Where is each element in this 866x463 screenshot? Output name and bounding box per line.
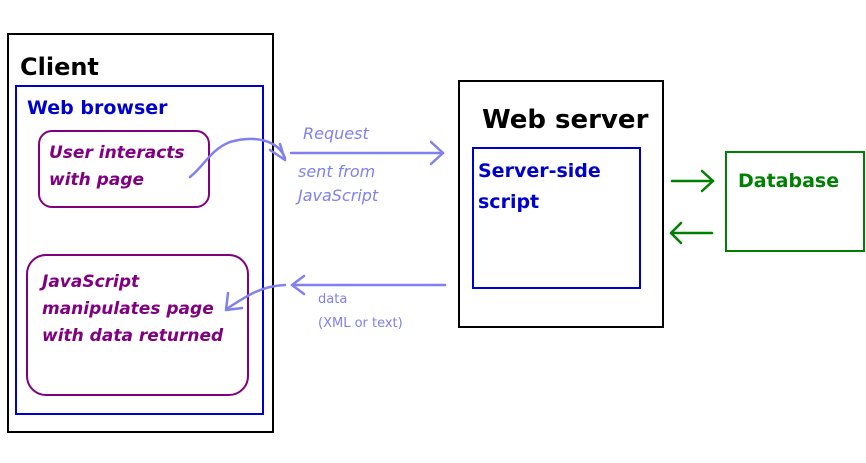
web-server-title: Web server [482,105,649,135]
database-box [725,151,865,252]
database-text: Database [738,170,840,192]
server-side-script-box [472,147,641,289]
request-label: Request [303,124,369,143]
response-arrowhead [290,274,306,296]
web-browser-title: Web browser [27,97,168,119]
web-server-box [458,80,664,328]
db-response-arrowhead [669,221,683,245]
web-browser-box [15,85,264,415]
data-label: data [318,292,348,307]
request-arrowhead [429,140,445,166]
user-interacts-text: User interacts with page [49,143,185,190]
server-side-script-text: Server-side script [478,160,601,213]
interact-curve-arrowhead [268,142,287,162]
db-request-arrowhead [700,169,715,193]
sent-from-javascript-label: sent from JavaScript [298,162,379,205]
data-format-label: (XML or text) [318,316,403,331]
return-curve-arrowhead [224,291,244,312]
user-interacts-box [38,130,210,208]
interact-curve-arrow [188,137,287,179]
javascript-manipulates-box [26,254,249,396]
client-title: Client [20,53,99,81]
return-curve-arrow [226,283,287,310]
client-box [7,33,274,433]
javascript-manipulates-text: JavaScript manipulates page with data re… [42,272,224,346]
